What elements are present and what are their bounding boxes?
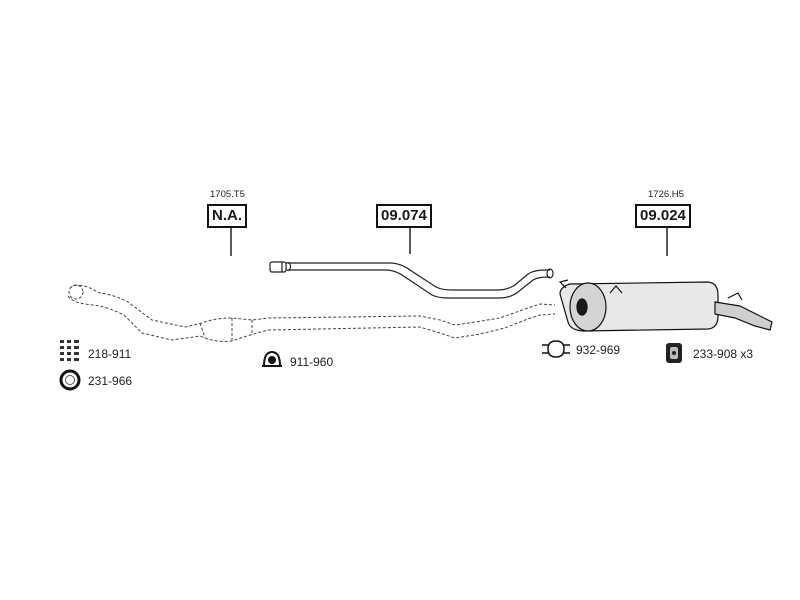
bolt-kit-label: 218-911 [88, 347, 132, 361]
flange-clamp-icon [542, 340, 570, 358]
bolt-kit-icon [60, 340, 79, 361]
part-ref-rear: 1726.H5 [648, 189, 684, 200]
gasket-ring-icon [59, 369, 81, 391]
clamp-center-label: 911-960 [290, 355, 334, 369]
front-section-outline [67, 284, 556, 342]
part-ref-front: 1705.T5 [210, 189, 245, 200]
clamp-icon [262, 350, 282, 367]
part-label-rear: 09.024 [635, 204, 691, 228]
rubber-mount-icon [666, 343, 682, 363]
part-label-center: 09.074 [376, 204, 432, 228]
rear-silencer-drawing [558, 279, 773, 332]
gasket-label: 231-966 [88, 374, 133, 388]
center-pipe-drawing [269, 261, 554, 299]
clamp-rear-label: 932-969 [576, 343, 621, 357]
part-label-front: N.A. [207, 204, 247, 228]
rubber-mount-label: 233-908 x3 [693, 347, 754, 361]
